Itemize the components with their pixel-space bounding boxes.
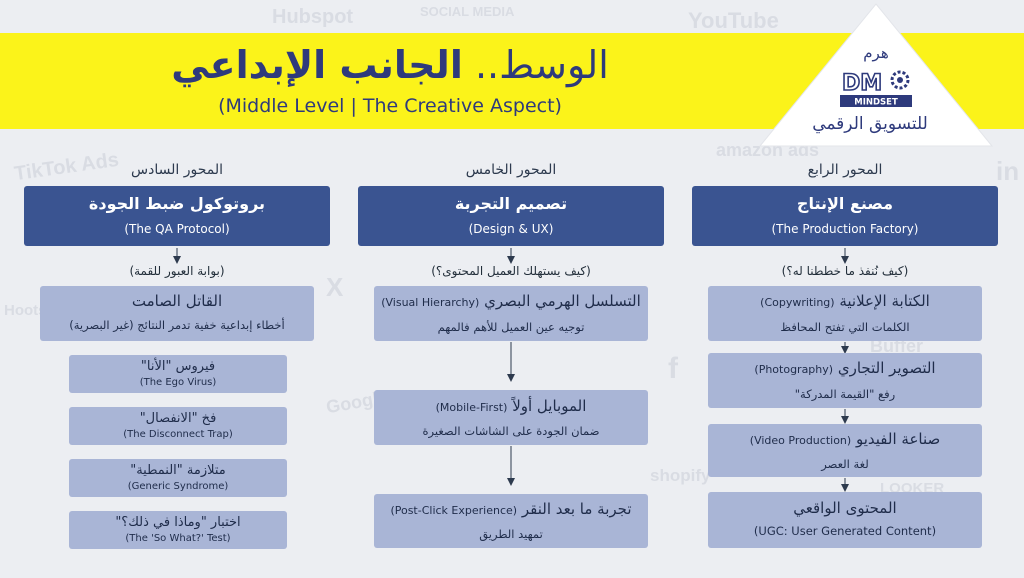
- middle-column-question: (كيف يستهلك العميل المحتوى؟): [431, 264, 591, 278]
- left-item-3-title: متلازمة "النمطية": [130, 463, 226, 478]
- logo-triangle: [758, 3, 994, 147]
- left-item-2-title: فخ "الانفصال": [139, 411, 217, 426]
- right-item-2-title: التصوير التجاري: [837, 359, 936, 377]
- logo-bottom-text: للتسويق الرقمي: [812, 114, 928, 134]
- left-item-generic-syndrome: متلازمة "النمطية" (Generic Syndrome): [69, 459, 287, 497]
- left-column-title: بروتوكول ضبط الجودة: [88, 194, 266, 213]
- right-item-3-desc: لغة العصر: [821, 457, 869, 471]
- middle-item-3-title: تجربة ما بعد النقر: [521, 500, 632, 518]
- right-column-header: مصنع الإنتاج (The Production Factory): [692, 186, 998, 246]
- left-item-2-desc: (The Disconnect Trap): [123, 429, 233, 440]
- bg-mark-linkedin: in: [996, 156, 1020, 186]
- right-item-1-desc: الكلمات التي تفتح المحافظ: [780, 320, 910, 334]
- right-item-3-title-en: (Video Production): [749, 434, 852, 447]
- middle-column-label: المحور الخامس: [465, 162, 557, 178]
- left-item-1-desc: (The Ego Virus): [139, 377, 217, 388]
- left-column-label: المحور السادس: [131, 162, 223, 178]
- middle-column-title-en: (Design & UX): [468, 222, 554, 236]
- right-column-title: مصنع الإنتاج: [796, 194, 894, 213]
- right-item-1-title-en: (Copywriting): [760, 296, 835, 309]
- right-item-1-title: الكتابة الإعلانية: [839, 292, 930, 310]
- middle-item-2-title-en: (Mobile-First): [435, 401, 508, 414]
- right-item-photography: التصوير التجاري (Photography) رفع "القيم…: [708, 353, 982, 408]
- logo-badge-main: DM: [842, 71, 882, 96]
- page-title: الوسط.. الجانب الإبداعي: [120, 42, 660, 88]
- right-item-4-desc: (UGC: User Generated Content): [753, 524, 937, 538]
- left-item-3-desc: (Generic Syndrome): [127, 481, 229, 492]
- right-column-label: المحور الرابع: [807, 162, 883, 178]
- left-item-ego-virus: فيروس "الأنا" (The Ego Virus): [69, 355, 287, 393]
- gear-icon: [890, 70, 910, 90]
- middle-item-3-desc: تمهيد الطريق: [479, 527, 543, 541]
- left-column-title-en: (The QA Protocol): [124, 222, 230, 236]
- middle-item-post-click: تجربة ما بعد النقر (Post-Click Experienc…: [374, 494, 648, 548]
- middle-item-mobile-first: الموبايل أولاً (Mobile-First) ضمان الجود…: [374, 390, 648, 445]
- bg-mark-hubspot: Hubspot: [272, 6, 354, 28]
- right-item-2-desc: رفع "القيمة المدركة": [794, 387, 896, 401]
- left-item-1-title: فيروس "الأنا": [140, 359, 216, 374]
- middle-item-visual-hierarchy: التسلسل الهرمي البصري (Visual Hierarchy)…: [374, 286, 648, 341]
- right-item-3-title: صناعة الفيديو: [855, 430, 941, 448]
- bg-mark-social-media: SOCIAL MEDIA: [420, 4, 515, 19]
- page-subtitle: (Middle Level | The Creative Aspect): [218, 95, 562, 117]
- left-main-item-title: القاتل الصامت: [131, 292, 223, 310]
- right-item-2-title-en: (Photography): [754, 363, 834, 376]
- right-item-video-production: صناعة الفيديو (Video Production) لغة الع…: [708, 424, 982, 477]
- logo-top-text: هرم: [863, 44, 889, 62]
- right-item-4-title: المحتوى الواقعي: [793, 499, 897, 517]
- logo-badge: DM MINDSET: [840, 70, 912, 108]
- middle-item-1-desc: توجيه عين العميل للأهم فالمهم: [437, 320, 585, 334]
- left-main-item-desc: أخطاء إبداعية خفية تدمر النتائج (غير الب…: [69, 318, 285, 332]
- middle-item-1-title-en: (Visual Hierarchy): [381, 296, 480, 309]
- right-item-ugc: المحتوى الواقعي (UGC: User Generated Con…: [708, 492, 982, 548]
- left-column-header: بروتوكول ضبط الجودة (The QA Protocol): [24, 186, 330, 246]
- left-item-disconnect-trap: فخ "الانفصال" (The Disconnect Trap): [69, 407, 287, 445]
- page-title-prefix: الوسط..: [474, 43, 609, 87]
- page-title-main: الجانب الإبداعي: [171, 43, 463, 87]
- middle-item-3-title-en: (Post-Click Experience): [390, 504, 518, 517]
- left-item-4-title: اختبار "وماذا في ذلك؟": [115, 515, 241, 530]
- middle-column-header: تصميم التجربة (Design & UX): [358, 186, 664, 246]
- right-column-title-en: (The Production Factory): [771, 222, 919, 236]
- bg-mark-facebook: f: [668, 352, 678, 385]
- middle-item-2-desc: ضمان الجودة على الشاشات الصغيرة: [422, 424, 600, 438]
- right-item-copywriting: الكتابة الإعلانية (Copywriting) الكلمات …: [708, 286, 982, 341]
- logo-badge-sub: MINDSET: [854, 98, 898, 108]
- left-column-question: (بوابة العبور للقمة): [129, 264, 225, 278]
- middle-item-1-title: التسلسل الهرمي البصري: [484, 292, 641, 310]
- right-column-question: (كيف نُنفذ ما خططنا له؟): [781, 264, 909, 278]
- bg-mark-shopify: shopify: [650, 466, 711, 485]
- left-item-so-what-test: اختبار "وماذا في ذلك؟" (The 'So What?' T…: [69, 511, 287, 549]
- middle-column-title: تصميم التجربة: [454, 194, 568, 213]
- middle-item-2-title: الموبايل أولاً: [512, 397, 587, 415]
- left-item-silent-killer: القاتل الصامت أخطاء إبداعية خفية تدمر ال…: [40, 286, 314, 341]
- left-item-4-desc: (The 'So What?' Test): [125, 533, 231, 544]
